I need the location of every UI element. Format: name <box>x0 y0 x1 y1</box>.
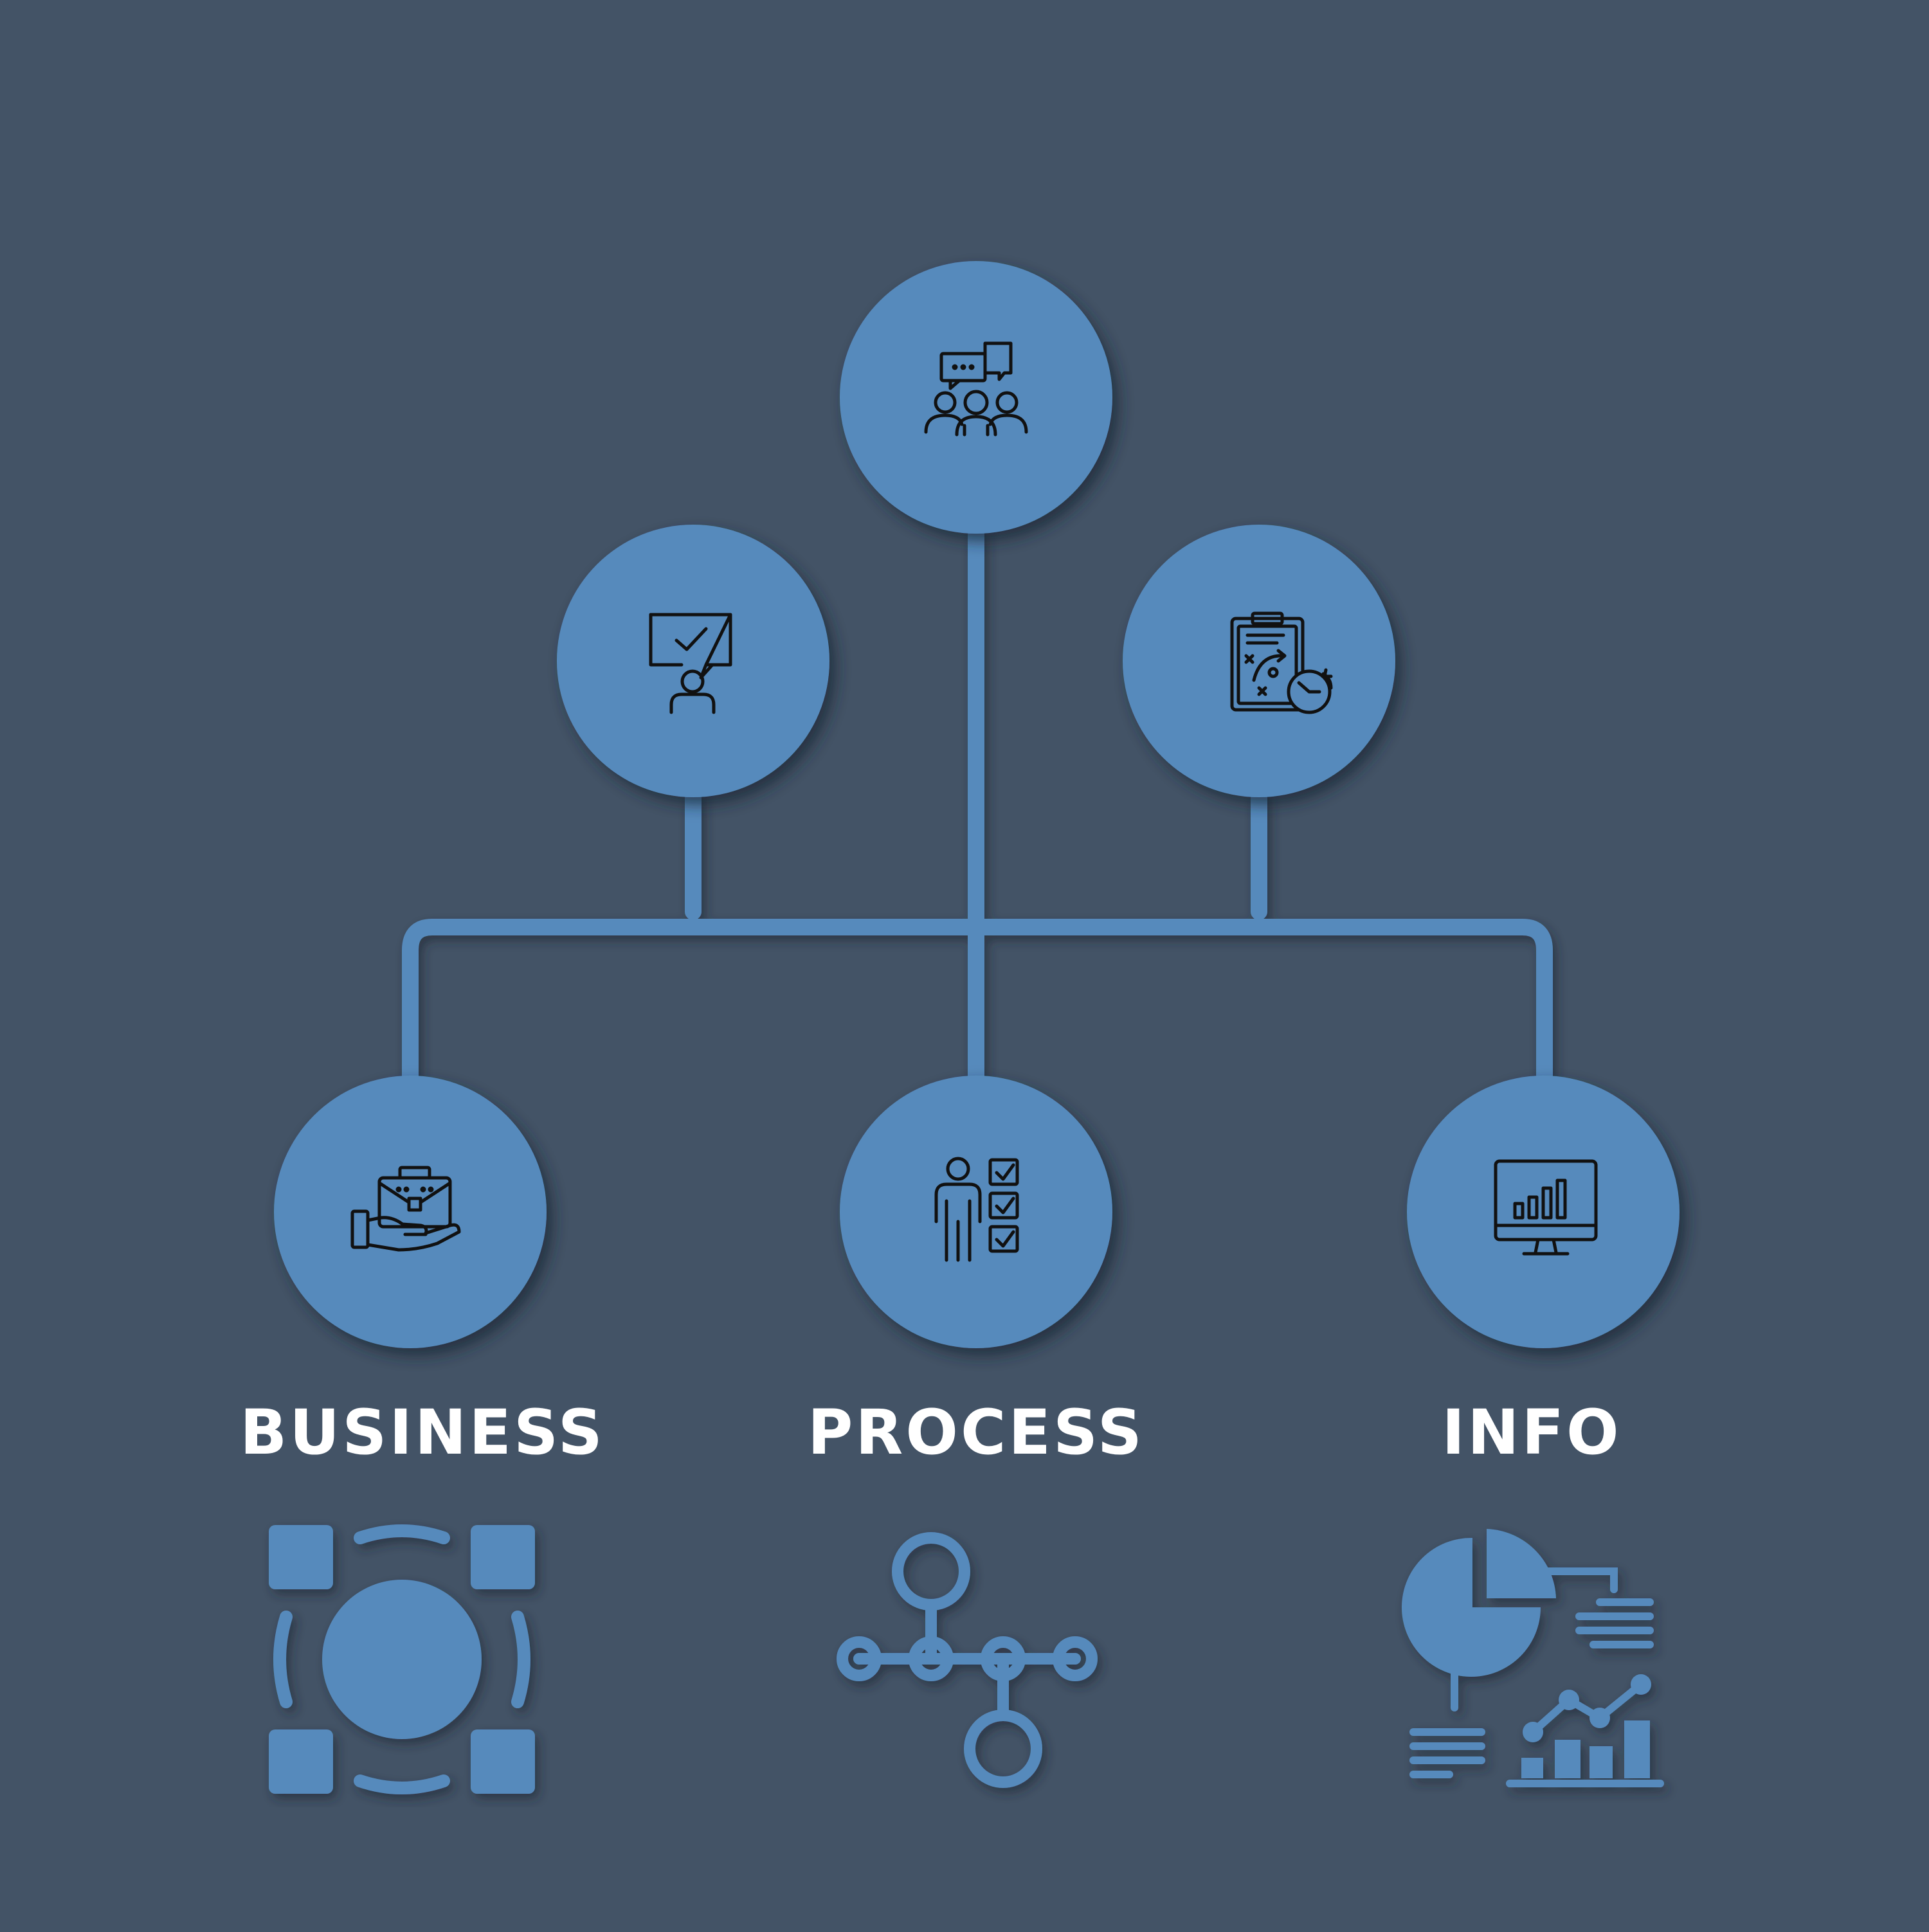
strategy-clipboard-clock-icon <box>1230 611 1333 714</box>
node-network-icon <box>837 1532 1098 1788</box>
connector-lines <box>402 519 1553 1101</box>
label-business: BUSINESS <box>240 1396 605 1468</box>
square-circle-frame-icon <box>269 1524 535 1794</box>
presentation-approval-icon <box>649 613 732 714</box>
node-bottom-left <box>274 1076 547 1348</box>
monitor-bar-chart-icon <box>1494 1159 1598 1256</box>
node-upper-left <box>557 525 829 797</box>
person-checklist-icon <box>934 1157 1019 1262</box>
node-upper-right <box>1123 525 1395 797</box>
team-discussion-icon <box>924 341 1028 437</box>
analytics-dashboard-icon <box>1401 1529 1664 1787</box>
connector-horizontal-bar <box>402 919 1553 1101</box>
label-process: PROCESS <box>808 1396 1145 1468</box>
hand-briefcase-icon <box>350 1166 461 1252</box>
node-top <box>840 261 1112 534</box>
node-bottom-center <box>840 1076 1112 1348</box>
label-info: INFO <box>1442 1396 1622 1468</box>
